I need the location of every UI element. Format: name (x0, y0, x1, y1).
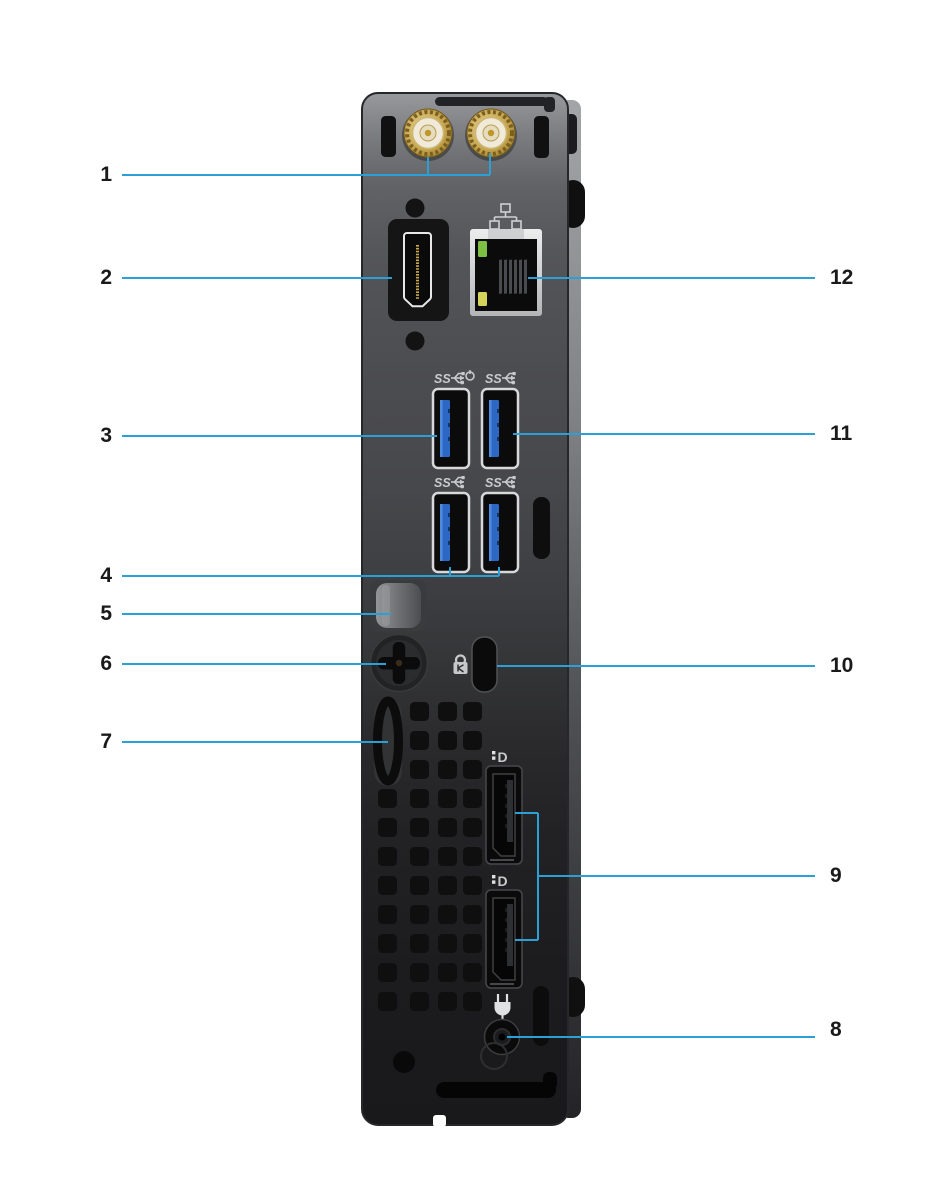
callout-number-9: 9 (830, 864, 842, 887)
usb-port-top-right (480, 387, 520, 470)
callout-number-2: 2 (100, 266, 112, 289)
usb-port-bottom-right (480, 491, 520, 574)
ethernet-led-green (478, 241, 487, 257)
screw-hole-top (405, 198, 425, 218)
usb-port-bottom-left (431, 491, 471, 574)
thumbscrew (369, 633, 429, 693)
callout-number-12: 12 (830, 266, 854, 289)
base-screw-hole (393, 1051, 415, 1073)
screw-hole-mid (405, 331, 425, 351)
chassis-body (361, 92, 585, 1126)
callout-number-3: 3 (100, 424, 112, 447)
power-plug-icon (494, 994, 511, 1020)
callout-line-9 (515, 812, 815, 941)
callout-number-6: 6 (100, 652, 112, 675)
callout-line-1 (122, 153, 491, 176)
callout-number-11: 11 (830, 422, 853, 445)
callout-number-1: 1 (100, 163, 112, 186)
callout-lines (122, 153, 815, 1038)
usb-port-smart-power (431, 387, 471, 470)
callout-line-4 (122, 567, 500, 577)
ethernet-port (470, 203, 542, 316)
antenna-connector-left (400, 107, 456, 163)
base-plate (393, 1042, 557, 1127)
mounting-slot-left (381, 116, 396, 157)
callout-number-8: 8 (830, 1018, 842, 1041)
usb-ss-power-icon (433, 370, 475, 387)
callout-number-7: 7 (100, 730, 112, 753)
hdmi-port (388, 219, 449, 321)
callout-number-4: 4 (100, 564, 112, 587)
expansion-knockout-slot (533, 497, 550, 559)
displayport-1 (485, 765, 523, 865)
callout-number-10: 10 (830, 654, 854, 677)
callout-number-5: 5 (100, 602, 112, 625)
kensington-security-slot (471, 636, 498, 693)
ethernet-led-amber (478, 292, 487, 306)
power-connector-port (483, 1018, 521, 1056)
cable-holder (370, 580, 427, 631)
mounting-slot-right (534, 116, 549, 158)
kensington-lock-icon (453, 654, 468, 674)
base-groove (436, 1082, 556, 1098)
rear-slot-bottom (533, 986, 549, 1046)
